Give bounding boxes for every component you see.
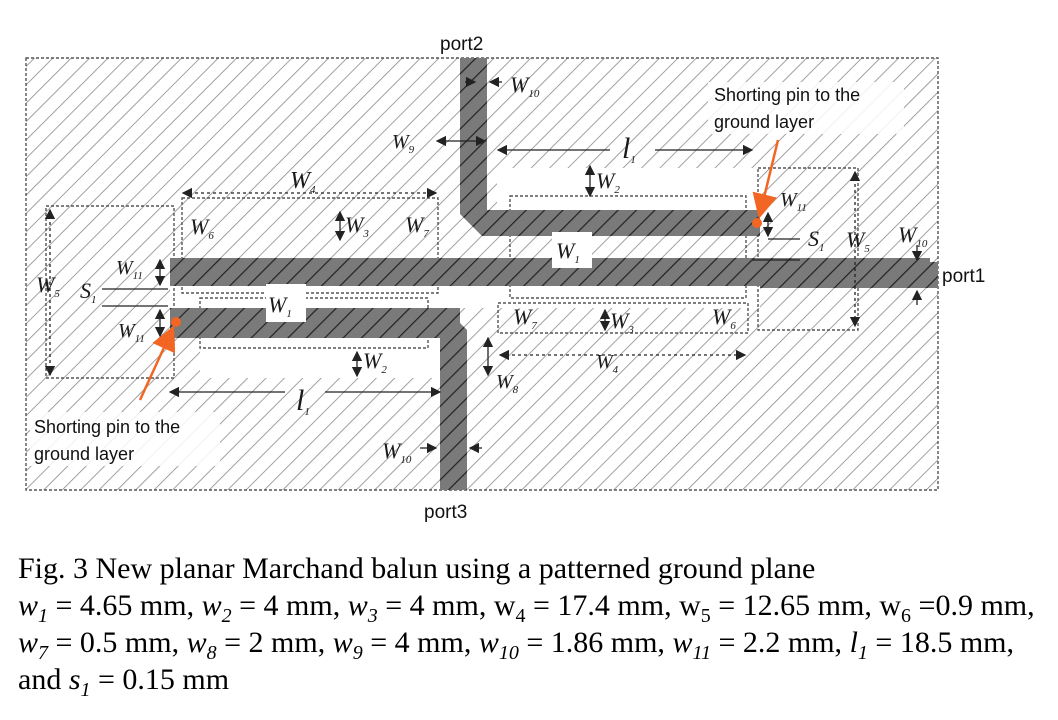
label-l1-upper: l1 xyxy=(622,132,636,166)
label-w1-left: W1 xyxy=(268,292,292,320)
coupled-line-lower xyxy=(170,308,460,338)
caption-params: w1 = 4.65 mm, w2 = 4 mm, w3 = 4 mm, w4 =… xyxy=(18,587,1048,701)
port1-label: port1 xyxy=(942,266,985,287)
label-w4-lower: W4 xyxy=(596,351,619,376)
label-w9: W9 xyxy=(392,131,415,156)
label-w10-top: W10 xyxy=(510,72,540,100)
label-w5-left: W5 xyxy=(36,272,60,300)
label-w1-right: W1 xyxy=(556,238,580,266)
shorting-pin-note-lower-line1: Shorting pin to the xyxy=(34,417,180,437)
caption-param-w7: w7 = 0.5 mm, xyxy=(18,626,187,664)
label-w7-upper: W7 xyxy=(405,212,429,240)
shorting-pin-note-lower-line2: ground layer xyxy=(34,444,134,464)
shorting-pin-note-upper-line1: Shorting pin to the xyxy=(714,85,860,105)
label-w3-lower: W3 xyxy=(610,308,634,336)
label-w6-left: W6 xyxy=(190,214,214,242)
caption-param-l1: l1 = 18.5 mm, and xyxy=(18,626,1014,696)
label-w11-right: W11 xyxy=(780,189,807,214)
label-w10-bottom: W10 xyxy=(382,438,412,466)
caption-param-s1: s1 = 0.15 mm xyxy=(68,663,230,701)
balun-layout-diagram: W1 W1 W2 W2 W3 W3 W4 W4 W5 W5 W6 W6 W7 W… xyxy=(25,34,985,523)
label-w6-right: W6 xyxy=(712,304,736,332)
pin-arrow-upper xyxy=(752,139,780,219)
shorting-pin-upper xyxy=(752,218,762,228)
caption-param-w5: w5 = 12.65 mm, xyxy=(679,589,880,627)
caption-param-w2: w2 = 4 mm, xyxy=(201,589,348,627)
shorting-pin-lower xyxy=(171,317,181,327)
shorting-pin-note-upper-line2: ground layer xyxy=(714,112,814,132)
dimension-label-group: W1 W1 W2 W2 W3 W3 W4 W4 W5 W5 W6 W6 W7 W… xyxy=(36,72,928,466)
figure-caption: Fig. 3 New planar Marchand balun using a… xyxy=(18,550,1048,701)
label-s1-left: S1 xyxy=(80,278,97,306)
caption-param-w11: w11 = 2.2 mm, xyxy=(672,626,850,664)
caption-param-w8: w8 = 2 mm, xyxy=(186,626,333,664)
caption-param-w9: w9 = 4 mm, xyxy=(332,626,479,664)
label-w10-right: W10 xyxy=(898,222,928,250)
dimension-lines xyxy=(44,76,923,454)
label-w11-lower-left: W11 xyxy=(118,320,145,345)
port3-feed-line xyxy=(430,308,467,490)
label-s1-right: S1 xyxy=(808,226,825,254)
port2-feed-line xyxy=(460,58,760,236)
caption-param-w3: w3 = 4 mm, xyxy=(347,589,494,627)
label-l1-lower: l1 xyxy=(296,384,310,418)
label-w4-upper: W4 xyxy=(290,168,316,196)
caption-param-w10: w10 = 1.86 mm, xyxy=(478,626,673,664)
caption-param-w6: w6 =0.9 mm, xyxy=(879,589,1035,627)
pin-arrow-lower xyxy=(138,325,176,401)
caption-title: Fig. 3 New planar Marchand balun using a… xyxy=(18,552,816,585)
label-w5-right: W5 xyxy=(846,227,870,255)
port3-label: port3 xyxy=(424,502,467,523)
label-w11-upper-left: W11 xyxy=(116,257,143,282)
caption-param-w4: w4 = 17.4 mm, xyxy=(493,589,680,627)
caption-param-w1: w1 = 4.65 mm, xyxy=(18,589,202,627)
microstrip-traces xyxy=(170,58,938,490)
port1-feed-line xyxy=(760,262,938,288)
label-w2-lower: W2 xyxy=(363,348,387,376)
label-w2-upper: W2 xyxy=(596,168,620,196)
label-w8: W8 xyxy=(496,371,519,396)
label-w7-lower: W7 xyxy=(513,304,537,332)
label-w3-upper: W3 xyxy=(345,212,369,240)
port2-label: port2 xyxy=(440,34,483,55)
